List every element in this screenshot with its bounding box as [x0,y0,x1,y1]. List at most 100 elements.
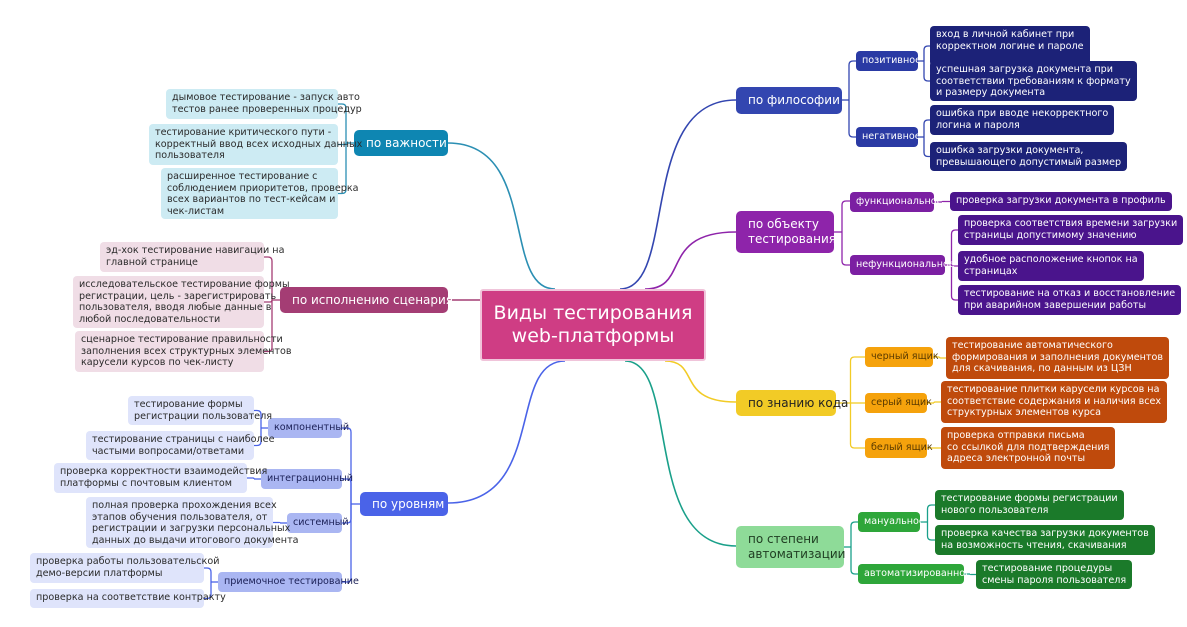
node-levels-acceptance[interactable]: приемочное тестирование [218,572,359,592]
node-object-nonfunctional-label: нефункциональное [856,259,955,271]
leaf-scenario-label: исследовательское тестирование формы рег… [79,279,290,326]
leaf-object-nonfunctional-label: проверка соответствия времени загрузки с… [964,218,1178,241]
leaf-code-white[interactable]: проверка отправки письма со ссылкой для … [941,427,1116,469]
code-gray-link [933,401,941,404]
object-link [841,232,850,266]
automation-manual-link [926,522,935,541]
node-object-nonfunctional[interactable]: нефункциональное [850,255,955,275]
leaf-levels-acceptance[interactable]: проверка работы пользовательской демо-ве… [30,553,219,583]
node-code-black[interactable]: черный ящик [865,347,939,367]
link-object [644,231,737,290]
philosophy-positive-link [923,45,930,61]
branch-automation-label: по степени автоматизации [748,532,846,561]
leaf-code-black-label: тестирование автоматического формировани… [952,340,1163,375]
leaf-levels-acceptance[interactable]: проверка на соответствие контракту [30,589,226,608]
node-philosophy-positive[interactable]: позитивное [856,51,922,71]
leaf-object-nonfunctional[interactable]: тестирование на отказ и восстановление п… [958,285,1182,315]
root-node[interactable]: Виды тестирования web-платформы [480,289,706,361]
levels-link [342,478,352,504]
leaf-object-functional-label: проверка загрузки документа в профиль [956,195,1166,206]
leaf-scenario-label: сценарное тестирование правильности запо… [81,334,292,369]
leaf-philosophy-negative-label: ошибка при вводе некорректного логина и … [936,108,1109,131]
leaf-scenario-label: эд-хок тестирование навигации на главной… [106,245,285,268]
philosophy-negative-link [923,137,930,158]
link-code [664,360,737,403]
node-philosophy-negative[interactable]: негативное [856,127,921,147]
leaf-importance-label: расширенное тестирование с соблюдением п… [167,171,359,218]
branch-philosophy[interactable]: по философии [736,87,842,114]
leaf-automation-manual-label: тестирование формы регистрации нового по… [941,493,1118,516]
philosophy-negative-link [923,119,930,137]
root-title-line1: Виды тестирования [493,301,693,324]
node-code-white[interactable]: белый ящик [865,438,933,458]
leaf-importance[interactable]: тестирование критического пути - коррект… [149,124,362,165]
node-levels-integration[interactable]: интеграционный [261,469,353,489]
leaf-importance[interactable]: расширенное тестирование с соблюдением п… [161,168,359,219]
node-philosophy-positive-label: позитивное [862,55,922,67]
leaf-importance[interactable]: дымовое тестирование - запуск авто тесто… [166,89,362,119]
leaf-levels-system[interactable]: полная проверка прохождения всех этапов … [86,497,299,548]
object-functional-link [941,200,950,203]
automation-link [850,547,858,575]
branch-object[interactable]: по объекту тестирования [736,211,836,253]
leaf-object-nonfunctional[interactable]: проверка соответствия времени загрузки с… [958,215,1184,245]
object-nonfunctional-link [950,265,958,301]
leaf-object-functional[interactable]: проверка загрузки документа в профиль [950,192,1172,211]
leaf-levels-component[interactable]: тестирование страницы с наиболее частыми… [86,431,274,460]
philosophy-positive-link [923,61,930,82]
branch-code[interactable]: по знанию кода [736,390,848,416]
leaf-philosophy-negative[interactable]: ошибка загрузки документа, превышающего … [930,142,1128,171]
leaf-levels-component-label: тестирование формы регистрации пользоват… [134,399,272,422]
node-code-gray[interactable]: серый ящик [865,393,932,413]
code-black-link [938,356,946,359]
levels-component-link [254,428,262,447]
node-levels-component[interactable]: компонентный [268,418,349,438]
branch-importance-label: по важности [366,135,447,150]
leaf-levels-integration[interactable]: проверка корректности взаимодействия пла… [54,463,267,493]
leaf-automation-manual[interactable]: проверка качества загрузки документов на… [935,525,1155,555]
levels-system-link [273,521,281,524]
branch-automation[interactable]: по степени автоматизации [736,526,846,568]
branch-scenario[interactable]: по исполнению сценария [280,287,453,313]
code-link [849,356,865,403]
leaf-philosophy-positive-label: успешная загрузка документа при соответс… [936,64,1131,99]
branch-scenario-label: по исполнению сценария [292,292,454,307]
node-levels-system[interactable]: системный [287,513,349,533]
leaf-philosophy-negative[interactable]: ошибка при вводе некорректного логина и … [930,105,1115,135]
philosophy-link [848,60,856,100]
node-automation-manual[interactable]: мануальное [858,512,925,532]
node-automation-auto[interactable]: автоматизированное [858,564,971,584]
leaf-levels-acceptance-label: проверка работы пользовательской демо-ве… [36,556,220,579]
leaf-importance-label: дымовое тестирование - запуск авто тесто… [172,92,362,115]
node-automation-manual-label: мануальное [864,516,925,528]
node-levels-integration-label: интеграционный [267,473,353,485]
importance-link [338,103,347,143]
leaf-code-gray[interactable]: тестирование плитки карусели курсов на с… [941,381,1168,423]
branch-levels[interactable]: по уровням [360,492,448,516]
leaf-philosophy-positive-label: вход в личной кабинет при корректном лог… [936,29,1084,52]
leaf-automation-manual-label: проверка качества загрузки документов на… [941,528,1149,551]
node-object-functional[interactable]: функциональное [850,192,943,212]
branch-importance[interactable]: по важности [354,130,448,156]
leaf-object-nonfunctional[interactable]: удобное расположение кнопок на страницах [958,251,1144,281]
leaf-scenario[interactable]: сценарное тестирование правильности запо… [75,331,292,372]
leaf-code-black[interactable]: тестирование автоматического формировани… [946,337,1169,379]
leaf-levels-component[interactable]: тестирование формы регистрации пользоват… [128,396,272,425]
levels-integration-link [247,477,255,480]
code-link [849,403,865,449]
leaf-philosophy-positive[interactable]: вход в личной кабинет при корректном лог… [930,26,1090,66]
leaf-levels-acceptance-label: проверка на соответствие контракту [36,592,226,603]
leaf-automation-auto[interactable]: тестирование процедуры смены пароля поль… [976,560,1133,589]
root-title-line2: web-платформы [511,325,675,347]
leaf-levels-integration-label: проверка корректности взаимодействия пла… [60,466,268,489]
leaf-automation-manual[interactable]: тестирование формы регистрации нового по… [935,490,1124,520]
automation-manual-link [926,504,935,522]
leaf-object-nonfunctional-label: удобное расположение кнопок на страницах [964,254,1138,277]
branch-philosophy-label: по философии [748,93,840,108]
leaf-automation-auto-label: тестирование процедуры смены пароля поль… [982,563,1127,586]
leaf-scenario[interactable]: исследовательское тестирование формы рег… [73,276,290,328]
leaf-philosophy-positive[interactable]: успешная загрузка документа при соответс… [930,61,1137,101]
link-levels [447,360,566,504]
leaf-scenario[interactable]: эд-хок тестирование навигации на главной… [100,242,284,272]
